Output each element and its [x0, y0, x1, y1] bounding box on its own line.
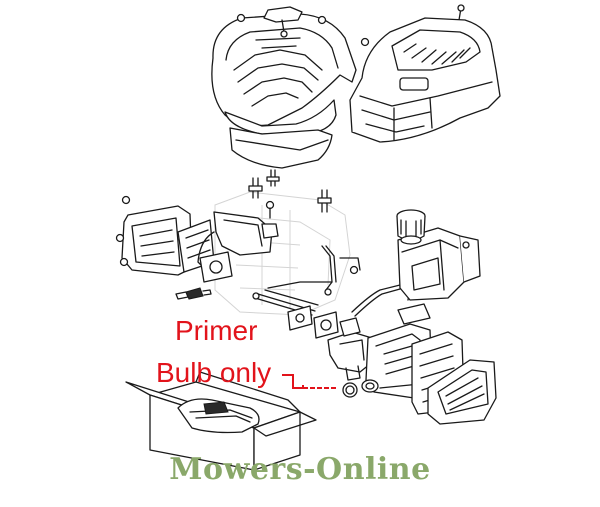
- mounting-studs: [248, 169, 332, 213]
- engine-cover-left: [211, 13, 357, 169]
- fuel-cap: [396, 209, 426, 245]
- intake-gaskets: [287, 305, 339, 339]
- air-filter-cover: [427, 359, 497, 425]
- cover-bolt-head: [457, 4, 465, 12]
- spark-plug: [175, 287, 212, 300]
- exhaust-gasket: [199, 251, 233, 283]
- packaging-box: [125, 371, 317, 471]
- cover-screw: [236, 13, 246, 23]
- tank-screw: [462, 241, 470, 249]
- engine-block-outline: [214, 191, 351, 316]
- throttle-link: [267, 245, 361, 296]
- callout-leader-line: [282, 374, 304, 389]
- watermark-brand: Mowers-Online: [169, 452, 431, 487]
- ignition-coil: [197, 200, 279, 271]
- cover-screw: [360, 37, 370, 47]
- engine-cover-right: [349, 17, 501, 143]
- cover-screw: [317, 15, 327, 25]
- callout-primer-label: Primer: [175, 315, 258, 346]
- callout-bulb-only-label: Bulb only: [156, 357, 272, 388]
- pull-start-handle: [263, 6, 303, 38]
- primer-bulb: [342, 379, 379, 398]
